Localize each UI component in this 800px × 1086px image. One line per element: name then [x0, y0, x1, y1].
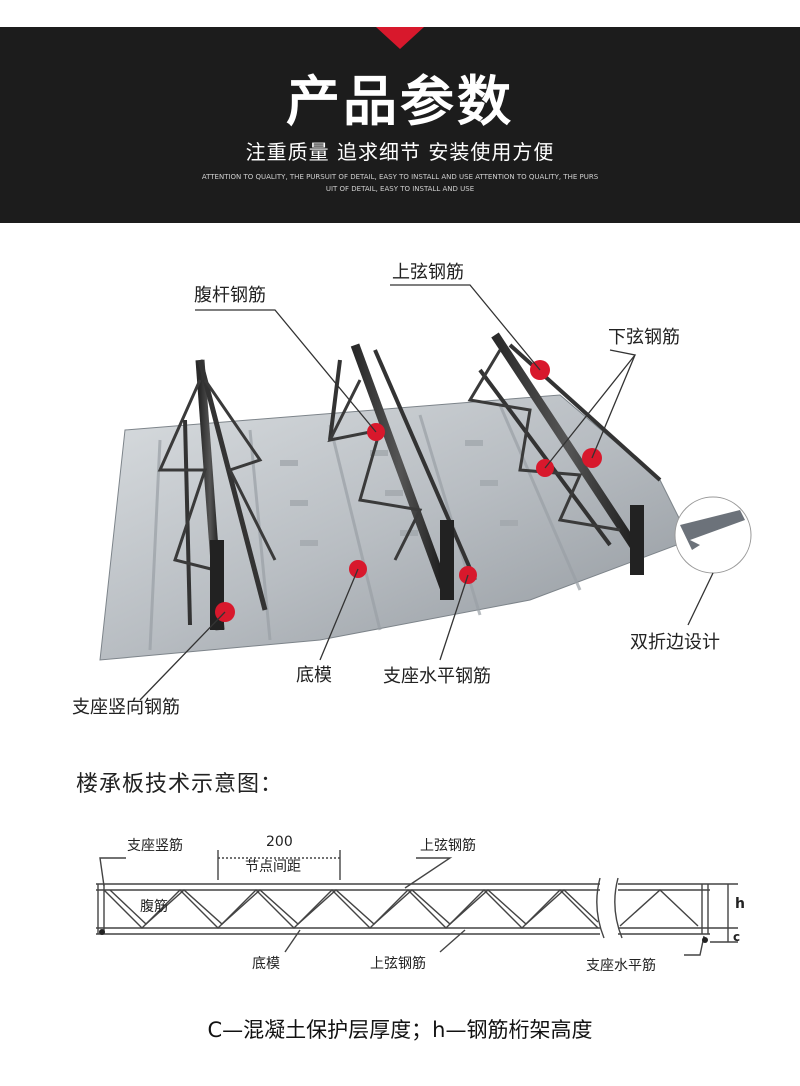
- truss-right: [467, 332, 662, 575]
- diagram-caption: C—混凝土保护层厚度；h—钢筋桁架高度: [207, 1018, 593, 1042]
- english-tagline: ATTENTION TO QUALITY, THE PURSUIT OF DET…: [201, 173, 599, 193]
- diagram-h: h: [735, 896, 745, 912]
- support-dot-left: [99, 929, 105, 935]
- diagram-title: 楼承板技术示意图：: [76, 772, 284, 797]
- truss-left: [157, 359, 277, 631]
- label-bottom-chord: 下弦钢筋: [608, 327, 680, 348]
- label-support-vertical: 支座竖向钢筋: [72, 697, 180, 718]
- diagram-top-chord: 上弦钢筋: [420, 838, 476, 854]
- diagram-top-chord-lower: 上弦钢筋: [370, 956, 426, 972]
- diagram-spacing-value: 200: [266, 834, 293, 850]
- header-band: [0, 27, 800, 223]
- page-subtitle: 注重质量 追求细节 安装使用方便: [245, 140, 555, 164]
- label-double-fold: 双折边设计: [630, 632, 720, 653]
- support-dot-right: [702, 937, 708, 943]
- label-web-rebar: 腹杆钢筋: [194, 285, 266, 306]
- diagram-web: 腹筋: [140, 899, 168, 915]
- diagram-support-horizontal: 支座水平筋: [586, 958, 656, 974]
- label-bottom-form: 底模: [296, 665, 332, 686]
- diagram-spacing-label: 节点间距: [245, 859, 301, 875]
- label-top-chord: 上弦钢筋: [392, 262, 464, 283]
- diagram-support-vertical: 支座竖筋: [127, 838, 183, 854]
- header-notch-icon: [376, 27, 424, 49]
- leader-lines: [139, 284, 714, 701]
- diagram-c: c: [733, 930, 741, 944]
- page-title: 产品参数: [286, 70, 514, 133]
- label-support-horizontal: 支座水平钢筋: [383, 666, 491, 687]
- diagram-bottom-form: 底模: [252, 956, 280, 972]
- truss-middle: [327, 343, 477, 600]
